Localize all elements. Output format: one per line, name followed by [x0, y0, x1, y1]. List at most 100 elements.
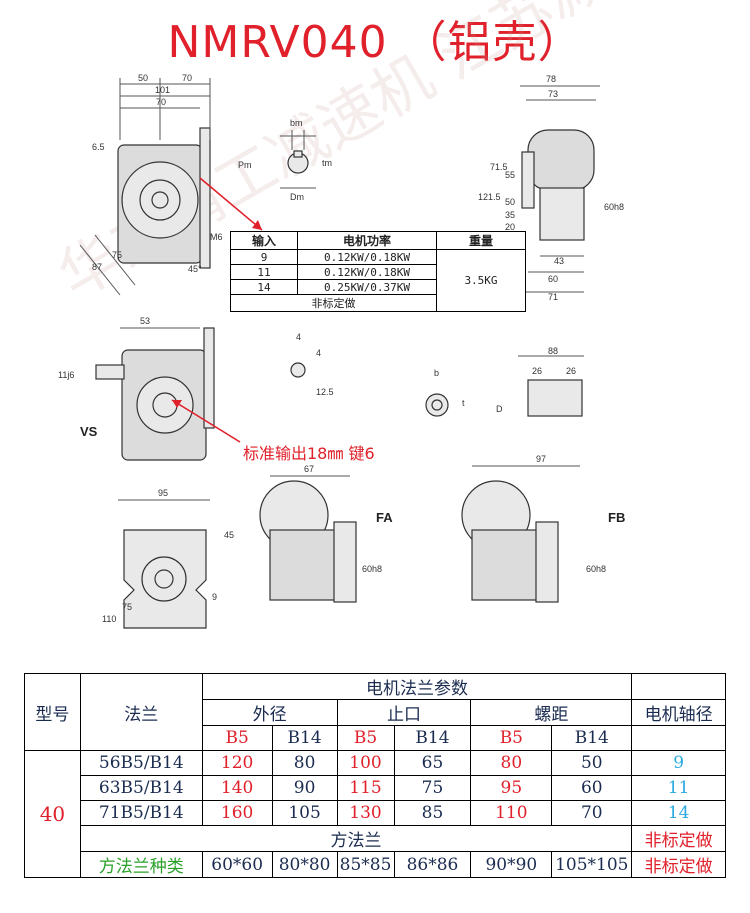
spigot-b5: 100: [336, 750, 395, 776]
dim-70b: 70: [156, 97, 166, 107]
callout-arrow-spec: [199, 177, 263, 231]
dim-4a: 4: [296, 332, 301, 342]
dim-bm: bm: [290, 118, 303, 128]
callout-arrow-output: [171, 399, 241, 443]
front-view-drawing: 50 70 101 70 6.5 87 75 45° M6 Pm: [79, 73, 252, 296]
spec-header-weight: 重量: [436, 231, 526, 250]
dim-tm: tm: [322, 158, 332, 168]
dim-110: 110: [102, 614, 116, 624]
header-b14: B14: [393, 725, 472, 751]
header-model: 型号: [24, 673, 81, 751]
vs-label: VS: [80, 424, 98, 439]
dim-26b: 26: [566, 366, 576, 376]
dim-b: b: [434, 368, 439, 378]
dim-78: 78: [546, 74, 556, 84]
dim-6-5: 6.5: [92, 142, 105, 152]
dim-73: 73: [548, 89, 558, 99]
dim-35: 35: [505, 210, 515, 220]
flange-view-drawing: 95 45 75 110 9 67 60h8 FA 97 60h8 FB: [102, 454, 625, 629]
dim-43: 43: [554, 256, 564, 266]
spec-power: 0.12KW/0.18KW: [297, 264, 437, 280]
dim-101: 101: [155, 85, 170, 95]
spigot-b5: 115: [336, 775, 395, 801]
dim-60h8c: 60h8: [586, 564, 606, 574]
header-b5: B5: [470, 725, 553, 751]
output-shaft-note: 标准输出18㎜ 键6: [243, 444, 375, 463]
dim-121-5: 121.5: [478, 192, 501, 202]
dim-11j6: 11j6: [58, 370, 74, 380]
flange-code: 56B5/B14: [79, 750, 203, 776]
square-flange-nonstd: 非标定做: [631, 825, 726, 852]
dim-9: 9: [212, 592, 217, 602]
dim-t: t: [462, 398, 465, 408]
header-b5: B5: [201, 725, 273, 751]
od-b14: 90: [271, 775, 338, 801]
pitch-b14: 60: [551, 775, 633, 801]
header-pitch: 螺距: [470, 699, 633, 726]
header-outer-diameter: 外径: [201, 699, 338, 726]
fa-label: FA: [376, 510, 393, 525]
motor-shaft: 11: [631, 775, 726, 801]
dim-50r: 50: [505, 197, 515, 207]
pitch-b5: 80: [470, 750, 553, 776]
dim-53: 53: [140, 316, 150, 326]
dim-45: 45: [224, 530, 234, 540]
square-type: 85*85: [336, 851, 395, 878]
dim-88: 88: [548, 346, 558, 356]
spigot-b14: 65: [393, 750, 472, 776]
motor-spec-table: 输入 电机功率 重量 9 0.12KW/0.18KW 3.5KG 11 0.12…: [230, 231, 526, 312]
square-type: 90*90: [470, 851, 553, 878]
header-shaft-blank: [631, 673, 726, 700]
model-value: 40: [24, 750, 81, 878]
dim-pm: Pm: [238, 160, 252, 170]
dim-45deg: 45°: [188, 264, 202, 274]
pitch-b14: 50: [551, 750, 633, 776]
square-type: 105*105: [551, 851, 633, 878]
square-flange-types-label: 方法兰种类: [79, 851, 203, 878]
header-b14: B14: [551, 725, 633, 751]
spec-nonstandard: 非标定做: [230, 294, 437, 312]
page-title: NMRV040 （铝壳）: [167, 17, 583, 68]
header-motor-flange-params: 电机法兰参数: [201, 673, 633, 700]
spec-header-input: 输入: [230, 231, 298, 250]
od-b5: 140: [201, 775, 273, 801]
callout-arrowhead-output: [172, 400, 182, 408]
dim-95: 95: [158, 488, 168, 498]
dim-55: 55: [505, 170, 515, 180]
dim-50: 50: [138, 73, 148, 83]
dim-71-5: 71.5: [490, 162, 508, 172]
spec-input: 14: [230, 279, 298, 295]
flange-params-table: 型号 法兰 电机法兰参数 外径 止口 螺距 电机轴径 B5 B14 B5 B14…: [24, 673, 726, 878]
header-motor-shaft: 电机轴径: [631, 699, 726, 726]
pitch-b5: 110: [470, 800, 553, 826]
header-spigot: 止口: [336, 699, 472, 726]
header-shaft-sub-blank: [631, 725, 726, 751]
motor-shaft: 9: [631, 750, 726, 776]
od-b14: 80: [271, 750, 338, 776]
od-b5: 120: [201, 750, 273, 776]
dim-60h8b: 60h8: [362, 564, 382, 574]
dim-97: 97: [536, 454, 546, 464]
dim-87: 87: [92, 262, 102, 272]
spec-header-power: 电机功率: [297, 231, 437, 250]
spigot-b14: 85: [393, 800, 472, 826]
dim-20: 20: [505, 222, 515, 232]
vs-view-drawing: VS 53 11j6 12.5 4 4 b t D 26 26 88: [58, 316, 584, 461]
dim-m6: M6: [210, 232, 223, 242]
shaft-detail: bm tm Dm: [280, 118, 332, 202]
dim-75: 75: [112, 250, 122, 260]
side-view-drawing: 78 73 71.5 55 121.5 50 35 20 60h8 43 60 …: [478, 74, 624, 302]
square-flange-label: 方法兰: [79, 825, 633, 852]
square-types-nonstd: 非标定做: [631, 851, 726, 878]
dim-dm: Dm: [290, 192, 304, 202]
spigot-b14: 75: [393, 775, 472, 801]
square-type: 80*80: [271, 851, 338, 878]
dim-75b: 75: [122, 602, 132, 612]
spec-weight: 3.5KG: [436, 249, 526, 312]
spec-input: 9: [230, 249, 298, 265]
pitch-b14: 70: [551, 800, 633, 826]
dim-4b: 4: [316, 348, 321, 358]
spec-power: 0.25KW/0.37KW: [297, 279, 437, 295]
dim-70a: 70: [182, 73, 192, 83]
dim-26a: 26: [532, 366, 542, 376]
